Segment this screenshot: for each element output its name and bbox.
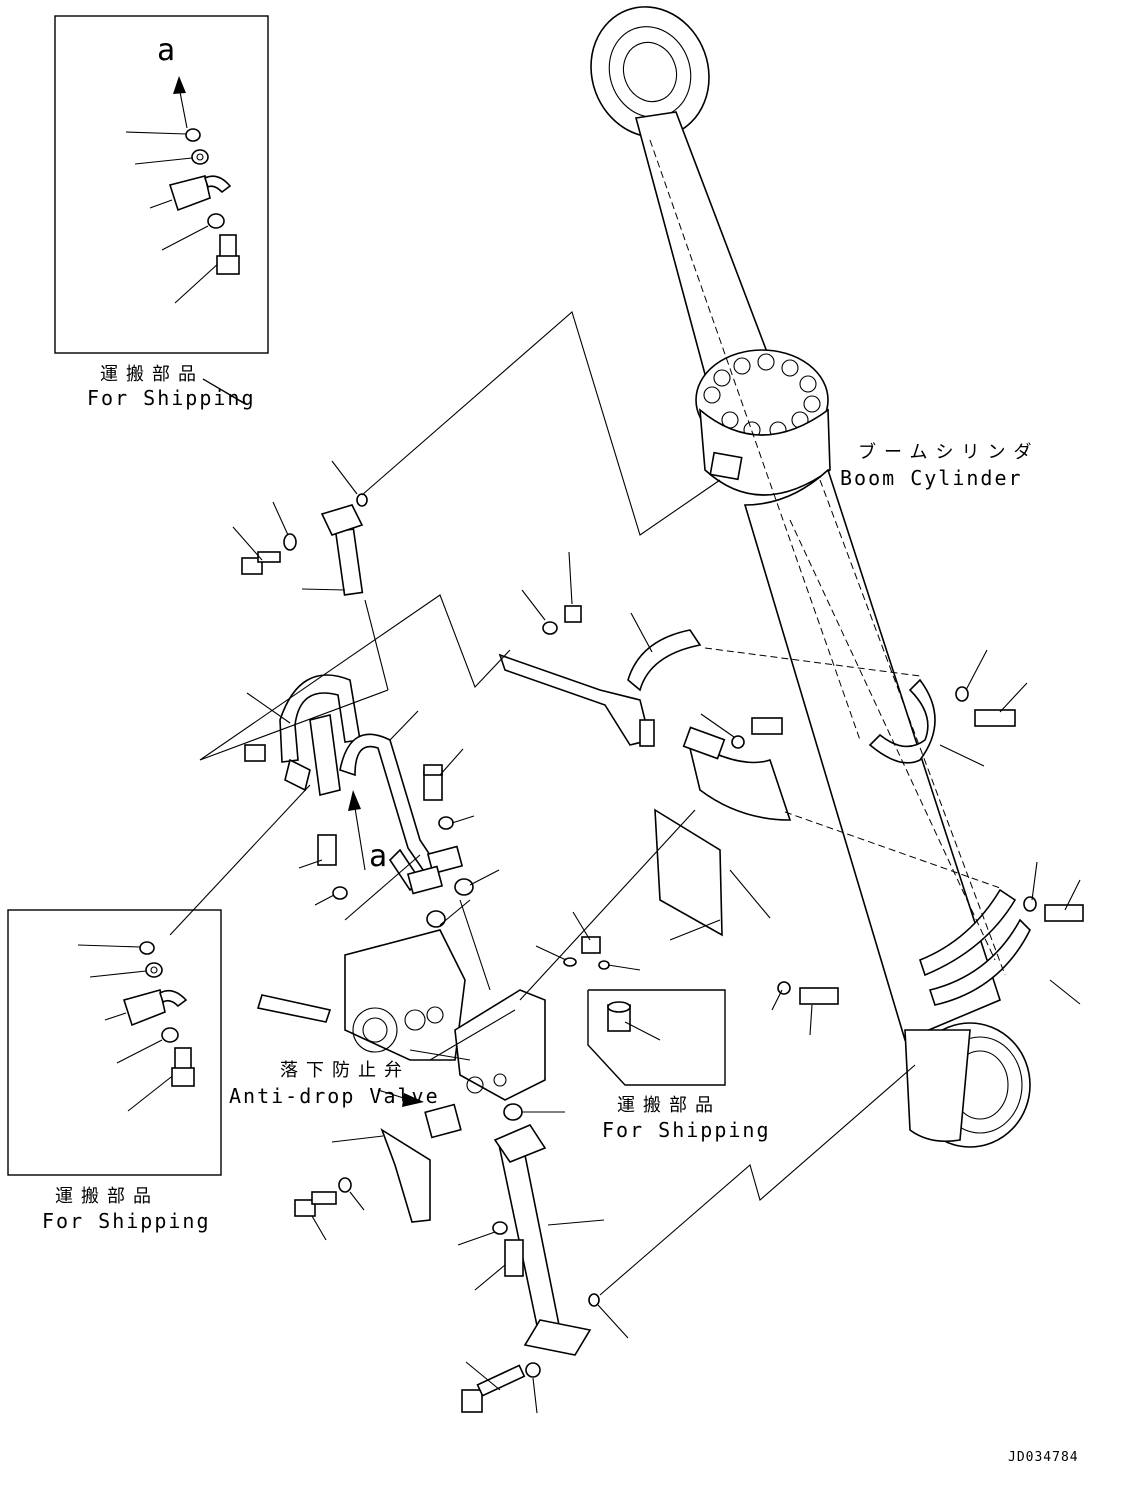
boom-cylinder-label-en: Boom Cylinder bbox=[840, 466, 1023, 490]
leader-lines bbox=[127, 139, 1081, 1414]
shipping-center-label-jp: 運搬部品 bbox=[617, 1095, 721, 1116]
anti-drop-valve-label-jp: 落下防止弁 bbox=[280, 1060, 410, 1081]
boom-cylinder bbox=[590, 6, 1031, 1148]
drawing-number: JD034784 bbox=[1008, 1450, 1079, 1465]
detail-marker-top: a bbox=[157, 33, 175, 68]
boom-cylinder-label-jp: ブームシリンダ bbox=[858, 441, 1039, 463]
anti-drop-valve-label-en: Anti-drop Valve bbox=[229, 1084, 440, 1108]
fasteners bbox=[241, 493, 1084, 1413]
detail-arrows bbox=[173, 76, 424, 1107]
detail-marker-mid: a bbox=[369, 839, 387, 874]
shipping-center-label-en: For Shipping bbox=[602, 1118, 771, 1142]
shipping-box-top bbox=[54, 15, 269, 354]
shipping-left-label-jp: 運搬部品 bbox=[55, 1186, 159, 1207]
shipping-top-label-en: For Shipping bbox=[87, 386, 256, 410]
hydraulic-pipes bbox=[256, 504, 592, 1356]
shipping-box-left bbox=[7, 909, 222, 1176]
clamp-bands bbox=[498, 629, 1031, 1006]
shipping-top-label-jp: 運搬部品 bbox=[100, 364, 204, 385]
shipping-left-label-en: For Shipping bbox=[42, 1209, 211, 1233]
shipping-box-center bbox=[587, 989, 726, 1086]
